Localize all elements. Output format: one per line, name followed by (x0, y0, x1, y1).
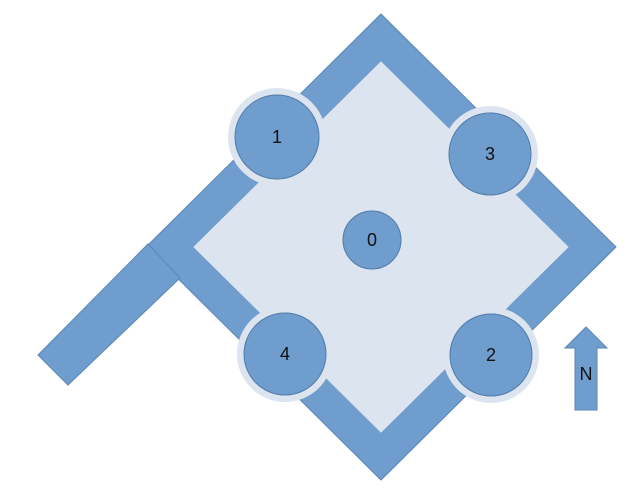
tower-3-shape (448, 112, 532, 196)
tower-4-label: 4 (280, 344, 290, 364)
tower-3: 3 (448, 112, 532, 196)
south-west-extension-wall (37, 243, 181, 386)
tower-1: 1 (234, 94, 320, 180)
tower-2: 2 (449, 313, 533, 397)
tower-3-label: 3 (485, 144, 495, 164)
tower-2-label: 2 (486, 345, 496, 365)
north-arrow: N (563, 326, 609, 411)
tower-1-label: 1 (272, 127, 282, 147)
tower-4: 4 (243, 312, 327, 396)
north-arrow-icon (563, 326, 609, 411)
tower-0-shape (342, 210, 402, 270)
tower-4-shape (243, 312, 327, 396)
tower-1-shape (234, 94, 320, 180)
tower-2-shape (449, 313, 533, 397)
tower-0-label: 0 (367, 230, 377, 250)
tower-0: 0 (342, 210, 402, 270)
north-arrow-label: N (580, 364, 593, 384)
